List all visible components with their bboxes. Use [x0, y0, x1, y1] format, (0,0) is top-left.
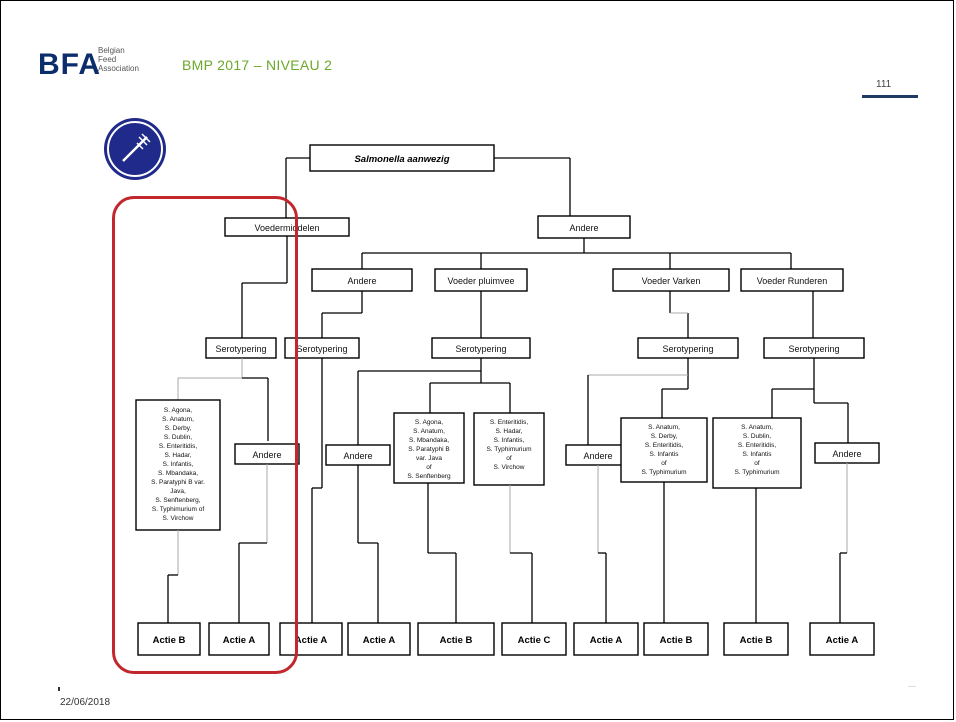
serotype-item: of	[661, 460, 667, 467]
action-label: Actie A	[223, 635, 256, 646]
diagram-area: Salmonella aanwezig Voedermiddelen Ander…	[58, 113, 918, 688]
footer-date: 22/06/2018	[60, 697, 111, 708]
action-box	[137, 622, 201, 656]
serotype-item: of	[506, 455, 512, 462]
pluimvee-serotypes-box-1	[393, 412, 465, 484]
serotype-item: S. Enteritidis,	[645, 442, 683, 449]
action-label: Actie A	[826, 635, 859, 646]
serotype-item: S. Agona,	[415, 419, 443, 426]
serotypering-label: Serotypering	[788, 344, 839, 354]
logo-sub-line: Feed	[98, 55, 117, 64]
serotype-item: S. Typhimurium of	[152, 506, 204, 513]
voedermiddelen-serotypes-box	[135, 399, 221, 531]
serotype-item: var. Java	[416, 455, 442, 462]
highlight-frame	[112, 196, 298, 674]
serotype-item: of	[426, 464, 432, 471]
serotype-item: S. Senftenberg,	[155, 497, 200, 504]
runderen-serotypes-box	[712, 417, 802, 489]
action-box	[501, 622, 567, 656]
serotype-item: S. Derby,	[165, 425, 192, 432]
serotype-item: S. Dublin,	[164, 434, 192, 441]
serotype-item: S. Enteritidis,	[159, 443, 197, 450]
serotype-item: S. Anatum,	[162, 416, 194, 423]
andere-l2-label: Andere	[347, 276, 376, 286]
action-box	[573, 622, 639, 656]
serotype-item: S. Hadar,	[164, 452, 191, 459]
serotype-item: S. Anatum,	[648, 424, 680, 431]
voeder-runderen-label: Voeder Runderen	[757, 276, 828, 286]
action-label: Actie B	[660, 635, 693, 646]
serotype-item: S. Mbandaka,	[409, 437, 449, 444]
action-label: Actie A	[590, 635, 623, 646]
andere-label: Andere	[343, 451, 372, 461]
root-label: Salmonella aanwezig	[354, 154, 449, 165]
action-label: Actie C	[518, 635, 551, 646]
logo-sub-line: Belgian	[98, 46, 125, 55]
serotype-item: S. Senftenberg	[407, 473, 451, 480]
slide-title: BMP 2017 – NIVEAU 2	[182, 57, 333, 73]
footer-mark	[58, 687, 60, 691]
page-number: 111	[876, 79, 892, 90]
serotype-item: S. Hadar,	[495, 428, 522, 435]
serotype-item: S. Agona,	[164, 407, 192, 414]
andere-label: Andere	[252, 450, 281, 460]
serotype-item: S. Typhimurium	[486, 446, 531, 453]
action-box	[279, 622, 343, 656]
feed-sampler-icon	[103, 117, 167, 181]
serotype-item: S. Mbandaka,	[158, 470, 198, 477]
serotype-item: S. Infantis	[743, 451, 773, 458]
serotype-item: S. Typhimurium	[734, 469, 779, 476]
serotypering-label: Serotypering	[296, 344, 347, 354]
logo-mark: BFA	[38, 48, 101, 81]
action-box	[417, 622, 495, 656]
serotype-item: S. Infantis	[650, 451, 680, 458]
voeder-varken-label: Voeder Varken	[642, 276, 701, 286]
serotype-item: of	[754, 460, 760, 467]
action-box	[208, 622, 270, 656]
andere-label: Andere	[583, 451, 612, 461]
logo-subtitle: Belgian Feed Association	[98, 46, 148, 73]
voeder-pluimvee-label: Voeder pluimvee	[447, 276, 514, 286]
serotypering-label: Serotypering	[662, 344, 713, 354]
action-box	[643, 622, 709, 656]
serotypering-label: Serotypering	[215, 344, 266, 354]
footer-line	[908, 686, 916, 687]
serotype-item: S. Derby,	[651, 433, 678, 440]
root-box	[309, 144, 495, 172]
serotype-item: S. Paratyphi B	[408, 446, 450, 453]
serotypering-label: Serotypering	[455, 344, 506, 354]
voedermiddelen-label: Voedermiddelen	[254, 223, 319, 233]
action-label: Actie A	[295, 635, 328, 646]
voeder-varken-box	[612, 268, 730, 292]
serotype-item: S. Typhimurium	[641, 469, 686, 476]
serotype-item: S. Infantis,	[494, 437, 525, 444]
action-label: Actie B	[740, 635, 773, 646]
serotype-item: Java,	[170, 488, 186, 495]
action-box	[723, 622, 789, 656]
serotype-item: S. Paratyphi B var.	[151, 479, 205, 486]
serotype-item: S. Virchow	[494, 464, 525, 471]
serotype-item: S. Enteritidis,	[738, 442, 776, 449]
andere-top-label: Andere	[569, 223, 598, 233]
serotype-item: S. Anatum,	[413, 428, 445, 435]
serotype-item: S. Dublin,	[743, 433, 771, 440]
andere-label: Andere	[832, 449, 861, 459]
bfa-logo: BFA Belgian Feed Association	[38, 46, 148, 86]
action-label: Actie B	[153, 635, 186, 646]
action-label: Actie A	[363, 635, 396, 646]
serotype-item: S. Infantis,	[163, 461, 194, 468]
logo-sub-line: Association	[98, 64, 139, 73]
serotype-item: S. Virchow	[163, 515, 194, 522]
serotype-item: S. Anatum,	[741, 424, 773, 431]
flowchart: Salmonella aanwezig Voedermiddelen Ander…	[135, 144, 880, 656]
action-box	[809, 622, 875, 656]
voeder-runderen-box	[740, 268, 844, 292]
serotype-item: S. Enteritidis,	[490, 419, 528, 426]
page-number-underline	[862, 95, 918, 98]
action-label: Actie B	[440, 635, 473, 646]
pluimvee-serotypes-box-2	[473, 412, 545, 486]
serotypering-box-1	[205, 337, 277, 359]
action-box	[347, 622, 411, 656]
